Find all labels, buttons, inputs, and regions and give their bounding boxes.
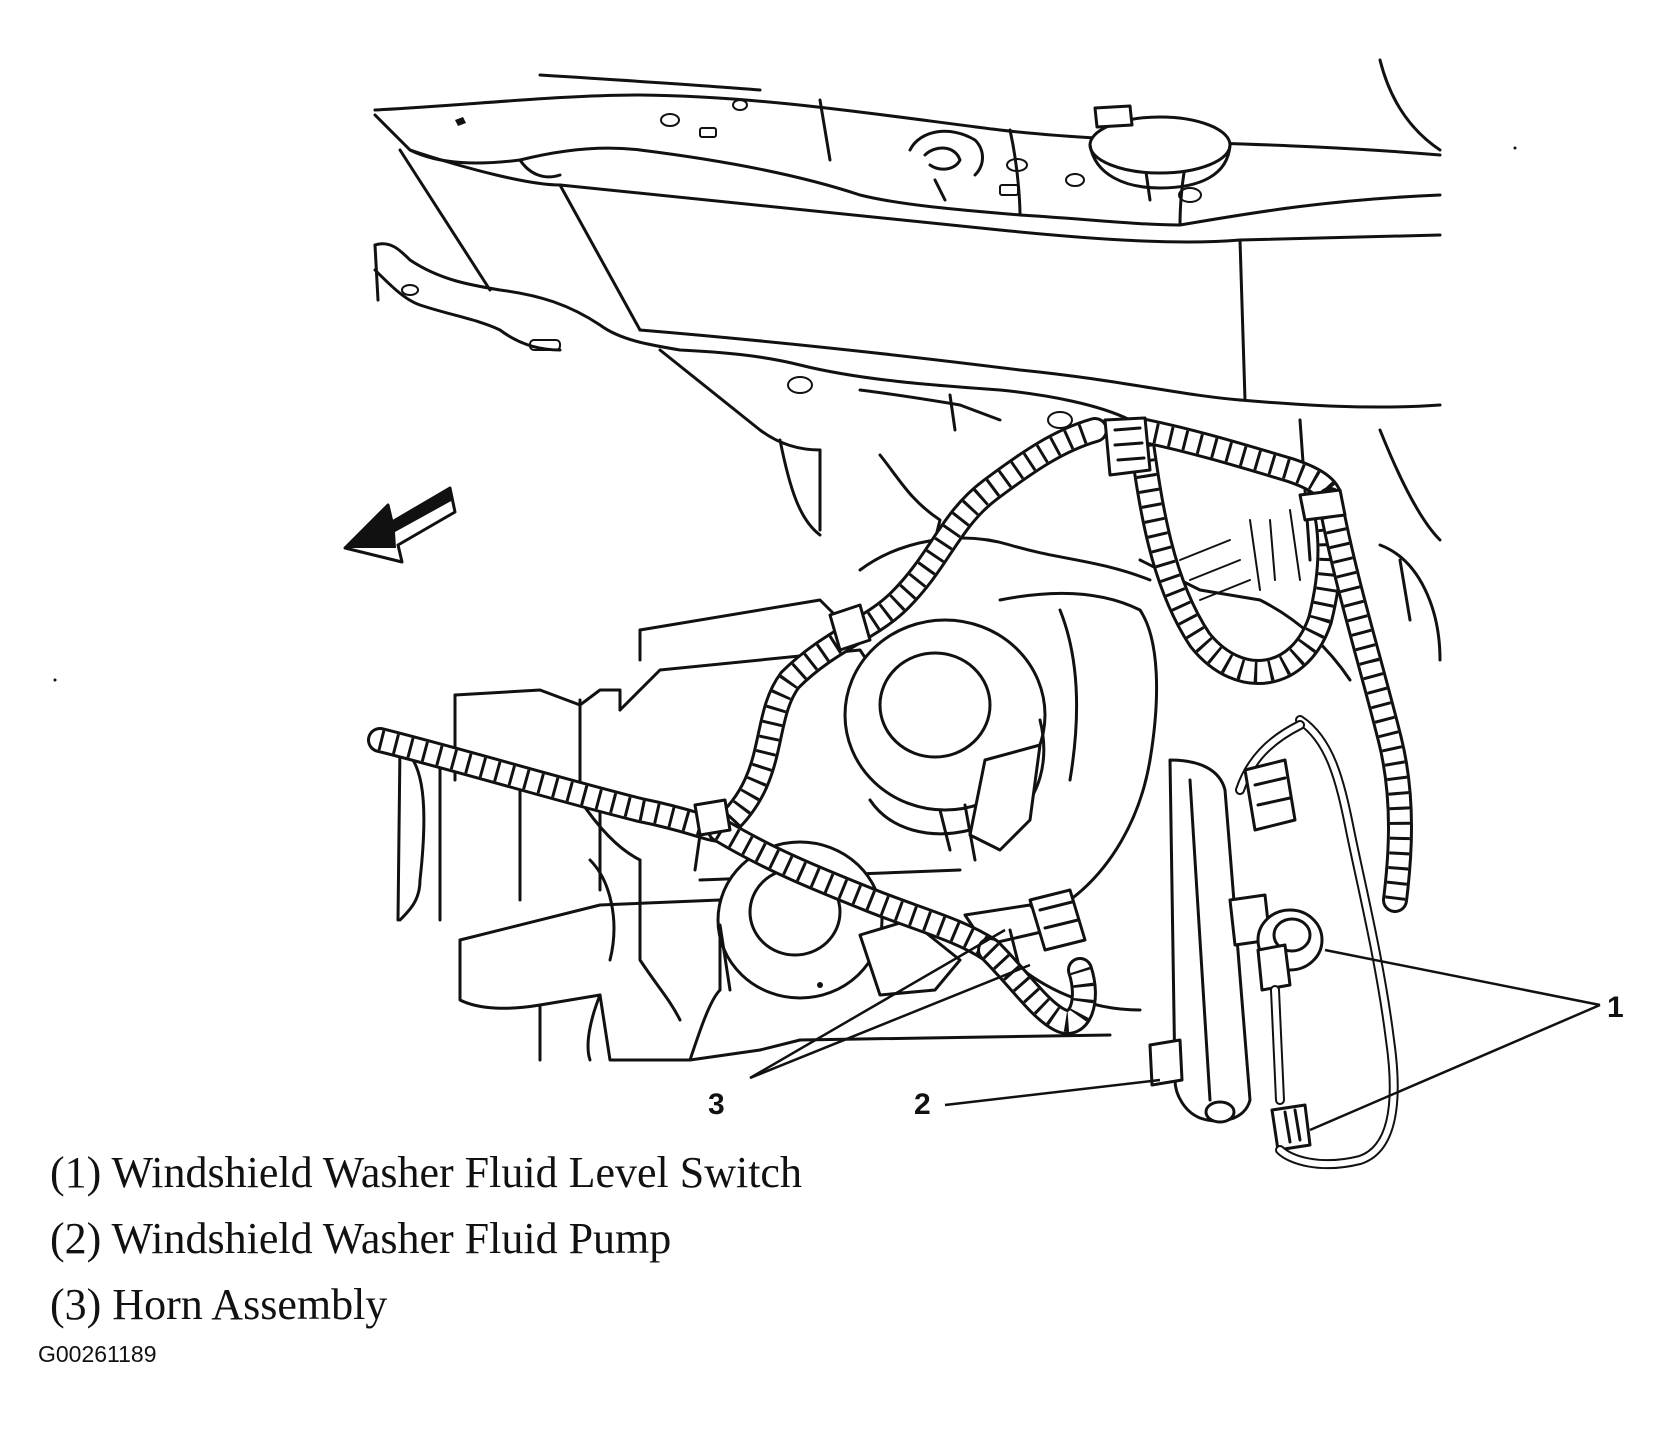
leader-3a: [749, 928, 1006, 1080]
callout-leaders: [749, 928, 1601, 1132]
callout-2: 2: [914, 1088, 931, 1121]
upper-horn: [843, 618, 1047, 862]
leader-2: [944, 1078, 1161, 1107]
legend-item-level-switch: (1) Windshield Washer Fluid Level Switch: [50, 1148, 802, 1197]
forward-direction-arrow: [343, 486, 457, 564]
callout-1: 1: [1607, 991, 1624, 1024]
left-bracket: [373, 242, 1132, 562]
legend-item-horn-assembly: (3) Horn Assembly: [50, 1280, 388, 1329]
component-wires: [1235, 715, 1399, 1170]
washer-level-switch: [1256, 908, 1324, 1152]
washer-pump: [1148, 758, 1272, 1124]
radiator-support: [373, 58, 1442, 409]
callout-3: 3: [708, 1088, 725, 1121]
leader-3b: [749, 963, 1031, 1080]
harness-connectors: [693, 416, 1347, 952]
leader-1b: [1309, 1003, 1601, 1132]
component-legend: (1) Windshield Washer Fluid Level Switch…: [50, 1140, 802, 1338]
figure-id: G00261189: [38, 1341, 157, 1367]
leader-1a: [1324, 948, 1601, 1007]
legend-item-washer-pump: (2) Windshield Washer Fluid Pump: [50, 1214, 672, 1263]
